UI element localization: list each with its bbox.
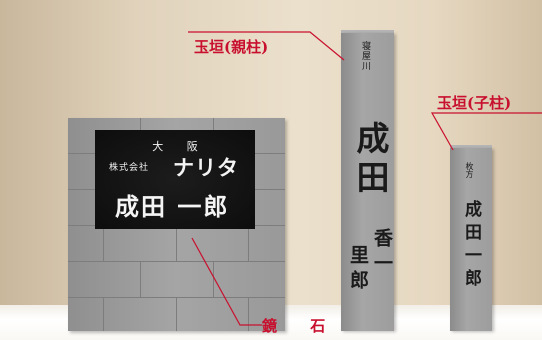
name-plate: 大 阪 株式会社 ナリタ 成田 一郎	[95, 130, 255, 229]
oya-post-surname: 成田	[351, 121, 390, 199]
oya-post-place: 寝屋川	[360, 41, 370, 71]
ko-post: 枚方 成田一郎	[450, 148, 492, 331]
ko-post-name: 成田一郎	[461, 200, 481, 292]
oya-post-top	[341, 30, 394, 34]
oya-post: 寝屋川 成田 香一 里郎	[341, 33, 394, 331]
plate-company-type: 株式会社	[109, 163, 150, 173]
oya-leader-line	[188, 31, 345, 61]
plate-company-name: ナリタ	[173, 155, 239, 180]
kagami-leader-line	[191, 237, 262, 326]
ko-post-place: 枚方	[465, 162, 474, 178]
plate-city: 大 阪	[152, 140, 208, 153]
ko-leader-line	[430, 112, 542, 151]
label-kobashira: 玉垣(子柱)	[437, 94, 512, 112]
label-oyabashira: 玉垣(親柱)	[194, 38, 269, 56]
label-kagami-ishi: 鏡 石	[262, 317, 340, 335]
oya-post-given-left: 里郎	[347, 245, 369, 295]
ko-post-top	[450, 145, 492, 149]
oya-post-given-right: 香一	[371, 228, 393, 278]
plate-person-name: 成田 一郎	[115, 192, 230, 221]
